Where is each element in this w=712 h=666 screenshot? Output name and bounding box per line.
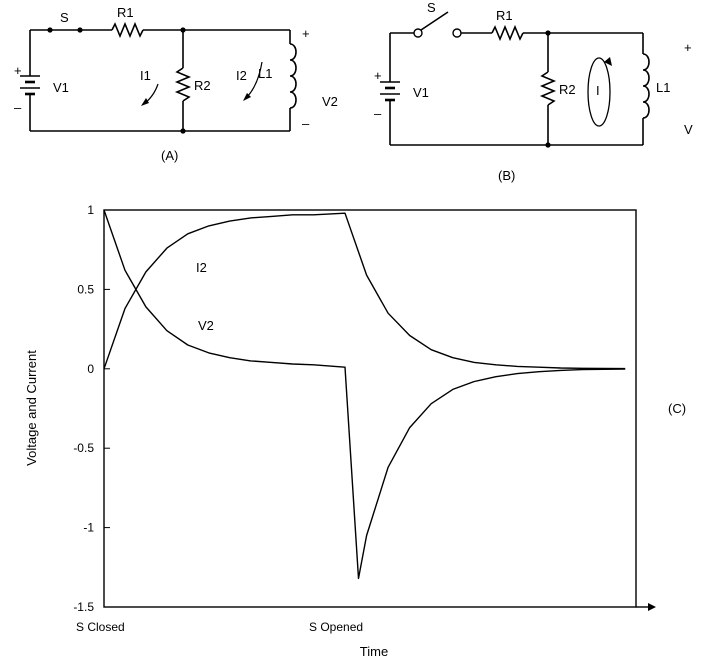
circuit-a-caption: (A): [161, 148, 178, 163]
circuit-a-r2-label: R2: [194, 78, 211, 93]
switch-blade-open: [420, 11, 449, 31]
inductor-l1: [289, 43, 297, 109]
switch-contact-open: [452, 28, 462, 38]
inductor-l1: [642, 53, 650, 119]
circuit-b-r2-label: R2: [559, 82, 576, 97]
circuit-b-caption: (B): [498, 168, 515, 183]
loop-current-arrow: [587, 57, 611, 127]
series-label-i2: I2: [196, 260, 207, 275]
circuit-a-minus-output: –: [302, 116, 310, 131]
resistor-r1: [111, 21, 144, 39]
circuit-b-output-label: V: [684, 122, 693, 137]
resistor-r2: [539, 71, 557, 106]
circuit-a-i1-label: I1: [140, 68, 151, 83]
circuit-b-switch-label: S: [427, 0, 436, 15]
graph-c: 1 0.5 0 -0.5 -1 -1.5 S Closed S Opened I2 V2 V…: [24, 203, 686, 659]
plot-frame: [103, 209, 637, 608]
x-axis-label: Time: [360, 644, 388, 659]
x-axis-arrow: [648, 603, 656, 611]
circuit-b-minus-source: –: [374, 106, 382, 121]
x-tick-label: S Closed: [76, 620, 125, 634]
circuit-b-l1-label: L1: [656, 80, 670, 95]
y-tick-label: 1: [87, 203, 94, 217]
series-label-v2: V2: [198, 318, 214, 333]
circuit-b: + – V1 S R1 R2 L1 + V I (B): [374, 0, 693, 183]
series-line-i2: [103, 212, 626, 370]
circuit-a-plus-source: +: [14, 63, 22, 78]
series-line-v2: [103, 209, 626, 580]
circuit-a-source-label: V1: [53, 80, 69, 95]
y-tick-label: -1.5: [73, 600, 94, 614]
circuit-b-plus-output: +: [684, 40, 692, 55]
y-tick-label: -0.5: [73, 441, 94, 455]
circuit-a-switch-label: S: [60, 10, 69, 25]
circuit-b-plus-source: +: [374, 68, 382, 83]
graph-caption: (C): [668, 401, 686, 416]
switch-contact-open: [413, 28, 423, 38]
circuit-b-source-label: V1: [413, 85, 429, 100]
circuit-b-current-label: I: [596, 83, 600, 98]
circuit-a: + – V1 S R1 R2 L1 + – V2 I1 I2: [14, 5, 338, 163]
circuit-a-r1-label: R1: [117, 5, 134, 20]
y-tick-label: 0.5: [77, 282, 94, 296]
circuit-a-minus-source: –: [14, 100, 22, 115]
resistor-r2: [174, 67, 192, 102]
y-tick-label: -1: [83, 521, 94, 535]
switch-contact: [77, 27, 83, 33]
y-axis-label: Voltage and Current: [24, 350, 39, 466]
switch-contact: [47, 27, 53, 33]
y-axis-ticks: 1 0.5 0 -0.5 -1 -1.5: [73, 203, 110, 614]
circuit-a-plus-output: +: [302, 26, 310, 41]
circuit-a-i2-label: I2: [236, 68, 247, 83]
x-axis-ticks: S Closed S Opened: [76, 620, 363, 634]
x-tick-label: S Opened: [309, 620, 363, 634]
circuit-a-l1-label: L1: [258, 66, 272, 81]
circuit-a-output-label: V2: [322, 94, 338, 109]
resistor-r1: [491, 24, 524, 42]
y-tick-label: 0: [87, 362, 94, 376]
series-layer: [103, 209, 626, 580]
circuit-b-r1-label: R1: [496, 8, 513, 23]
